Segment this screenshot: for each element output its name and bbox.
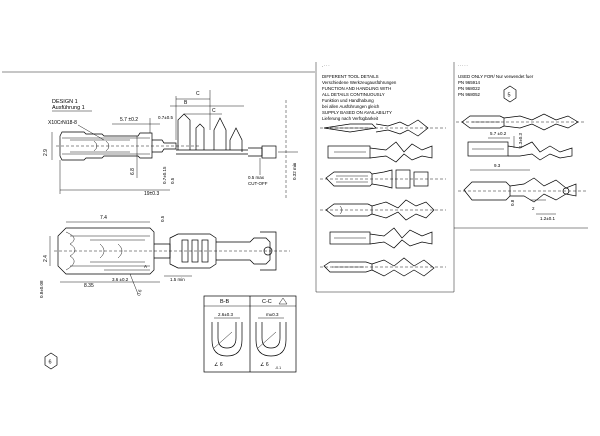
tool-details-line-7: SUPPLY BASED ON AVAILABILITY — [322, 110, 392, 115]
dim-1-5: 1.5 min — [170, 277, 185, 282]
right-dim-2: 2 — [532, 206, 535, 211]
dim-b: B — [184, 100, 188, 106]
tool-details-line-3: FUNCTION AND HANDLING WITH — [322, 86, 391, 91]
right-dim-5-7: 5.7 ±0.2 — [490, 131, 507, 136]
tool-variant-4 — [320, 199, 446, 221]
section-bb-dim: 2.6±0.3 — [218, 312, 233, 317]
tool-details-line-4: ALL DETAILS CONTINUOUSLY — [322, 92, 385, 97]
section-cc-dim: m±0.3 — [266, 312, 279, 317]
tool-variant-5 — [329, 227, 433, 249]
dim-8-35: 8.35 — [84, 283, 94, 289]
tool-details-line-6: bei allen Ausführungen gleich — [322, 104, 380, 109]
tool-details-line-2: Verschiedene Werkzeugausführungen — [322, 80, 397, 85]
side-view: DESIGN 1 Ausführung 1 X10CrNi18-8 C — [43, 90, 298, 200]
dim-cut-off-1: 0.5 max — [248, 175, 265, 180]
right-dim-0-8: 0.8 — [510, 199, 515, 206]
revision-badge-left: 6 — [44, 352, 58, 370]
dim-0-7-top: 0.7±0.5 — [158, 115, 173, 120]
tool-variant-2 — [327, 141, 433, 163]
dim-7-4: 7.4 — [100, 215, 107, 221]
section-label-a: A — [144, 264, 147, 269]
tool-variant-1 — [320, 119, 446, 137]
used-only-for-panel: · · · · · USED ONLY FOR/ Nur verwendet f… — [454, 64, 588, 229]
revision-badge-left-label: 6 — [49, 360, 52, 366]
used-only-line-2: PN 965914 — [458, 80, 481, 85]
used-only-line-3: PN 968022 — [458, 86, 481, 91]
dim-0-5: 0.5 — [170, 177, 175, 184]
design-note-line-1: DESIGN 1 — [52, 99, 78, 105]
tool-details-line-5: Funktion und Handhabung — [322, 98, 374, 103]
dim-0-65: 0.5 — [160, 215, 165, 222]
right-header-small: · · · · · — [458, 64, 468, 68]
dim-cut-off-2: CUT-OFF — [248, 181, 268, 186]
revision-badge-right: 5 — [503, 85, 517, 103]
dim-2-4: 2.4 — [43, 255, 49, 262]
dim-3-6: 3.6 ±0.2 — [112, 277, 129, 282]
section-views: B-B C-C 2.6±0.3 m±0.3 ∠ 6 ∠ 6 -0.1 — [203, 295, 297, 373]
dim-0-32: 0.32 min — [292, 162, 297, 180]
right-dim-1-2: 1.2±0.1 — [540, 216, 555, 221]
section-cc-angle: ∠ 6 — [260, 362, 269, 368]
dim-0-6: 0.6 — [136, 288, 143, 296]
section-bb-angle: ∠ 6 — [214, 362, 223, 368]
dim-overall: 19±0.3 — [144, 191, 159, 197]
right-dim-9-3: 9.3 — [494, 163, 501, 168]
tool-details-line-8: Lieferung nach Verfügbarkeit — [322, 116, 379, 121]
dim-c-small: C — [212, 108, 216, 114]
used-only-line-1: USED ONLY FOR/ Nur verwendet fuer — [458, 74, 534, 79]
section-cc-title: C-C — [262, 299, 272, 305]
middle-header-small: - · · · — [322, 64, 330, 68]
dim-0-7-side: 0.7±0.15 — [162, 166, 167, 184]
revision-badge-right-label: 5 — [508, 93, 511, 99]
section-bb-title: B-B — [220, 299, 230, 305]
tool-details-panel: - · · · DIFFERENT TOOL DETAILS Verschied… — [315, 62, 455, 293]
tool-variant-3 — [320, 169, 446, 189]
section-cc-tol: -0.1 — [275, 366, 281, 370]
top-view: 7.4 3.6 ±0.2 1.5 min 8.35 2.4 0.8±0.08 0… — [39, 215, 290, 298]
tool-variant-6 — [320, 257, 446, 277]
part-callout: X10CrNi18-8 — [48, 120, 77, 126]
design-note-line-2: Ausführung 1 — [52, 105, 85, 111]
dim-5-7: 5.7 ±0.2 — [120, 117, 138, 123]
dim-c: C — [196, 91, 200, 97]
dim-6-8: 6.8 — [130, 168, 136, 175]
used-only-line-4: PN 968052 — [458, 92, 481, 97]
tool-details-line-1: DIFFERENT TOOL DETAILS — [322, 74, 379, 79]
dim-0-8: 0.8±0.08 — [39, 280, 44, 298]
dim-2-9: 2.9 — [43, 149, 49, 156]
right-dim-1-3: 1.3±0.3 — [518, 133, 523, 148]
